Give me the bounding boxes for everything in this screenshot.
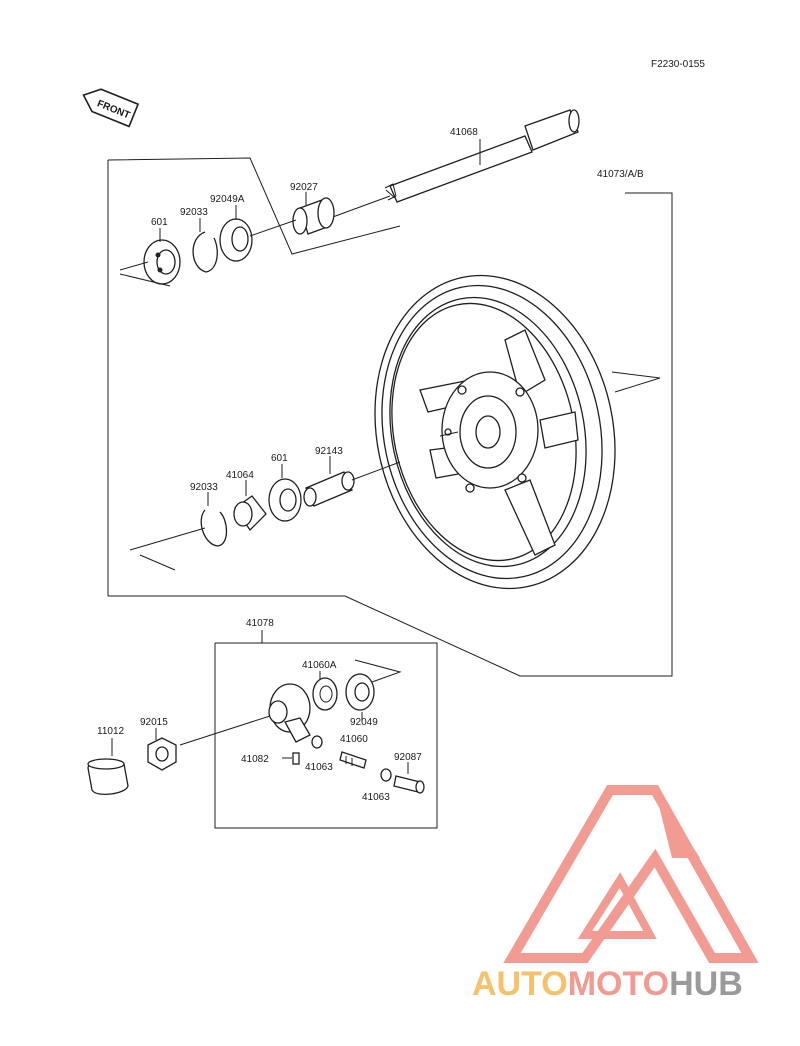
axle-nut	[147, 737, 177, 771]
axis-lower-b	[139, 554, 176, 571]
cap	[87, 758, 129, 796]
front-arrow-icon: FRONT	[82, 88, 140, 128]
frame-outline-upper	[107, 157, 401, 255]
spacer	[303, 471, 355, 507]
axle	[329, 109, 580, 219]
label-wheel: 41073/A/B	[597, 169, 644, 180]
watermark-text: AUTOMOTOHUB	[472, 965, 743, 1003]
axis-lower-a	[129, 527, 206, 551]
label-speedo-housing: 41078	[246, 618, 274, 629]
label-circlip-right: 92033	[190, 482, 218, 493]
washer-a	[311, 735, 323, 749]
axis-left-b	[119, 273, 171, 287]
label-cap: 11012	[97, 726, 125, 737]
speedo-axis-right	[354, 659, 402, 683]
label-washer-b: 41063	[362, 792, 390, 803]
figure-code: F2230-0155	[651, 59, 705, 70]
seal-left	[219, 218, 253, 262]
label-speedo-gear: 41060A	[302, 660, 337, 671]
bearing-right	[268, 478, 302, 522]
label-circlip-left: 92033	[180, 207, 208, 218]
speedo-housing	[268, 683, 311, 743]
watermark-word-b: MOTO	[568, 965, 669, 1003]
watermark-word-c: HUB	[669, 965, 743, 1003]
label-dowel: 41082	[241, 754, 269, 765]
dowel	[292, 752, 300, 765]
speedo-frame	[214, 642, 438, 829]
label-seal-left: 92049A	[210, 194, 245, 205]
speedo-seal	[345, 673, 375, 711]
label-bearing-left: 601	[151, 217, 168, 228]
label-speedo-seal: 92049	[350, 717, 378, 728]
wheel-hub	[441, 371, 539, 493]
washer-b	[380, 768, 392, 782]
circlip-left	[192, 231, 218, 273]
wheel-axis-stub	[439, 431, 459, 437]
collar-left	[292, 197, 335, 235]
bushing	[393, 775, 425, 794]
watermark-word-a: AUTO	[472, 965, 568, 1003]
speedo-gear	[312, 677, 338, 711]
label-collar-left: 92027	[290, 182, 318, 193]
label-bearing-right: 601	[271, 453, 288, 464]
label-axle: 41068	[450, 127, 478, 138]
speedo-axis-left	[179, 715, 271, 746]
axis-left-a	[119, 261, 149, 271]
frame-outline-lower	[108, 192, 673, 677]
watermark-logo-icon	[503, 785, 759, 963]
label-pinion: 41060	[340, 734, 368, 745]
gear-drive	[233, 495, 267, 532]
wheel-axis-right	[611, 371, 661, 393]
circlip-right	[200, 509, 228, 547]
label-washer-a: 41063	[305, 762, 333, 773]
label-gear-drive: 41064	[226, 470, 254, 481]
label-axle-nut: 92015	[140, 717, 168, 728]
pinion	[339, 751, 367, 769]
label-spacer: 92143	[315, 446, 343, 457]
label-bushing: 92087	[394, 752, 422, 763]
bearing-left	[143, 239, 181, 285]
axis-left-c	[249, 219, 297, 237]
axis-lower-c	[351, 461, 401, 481]
